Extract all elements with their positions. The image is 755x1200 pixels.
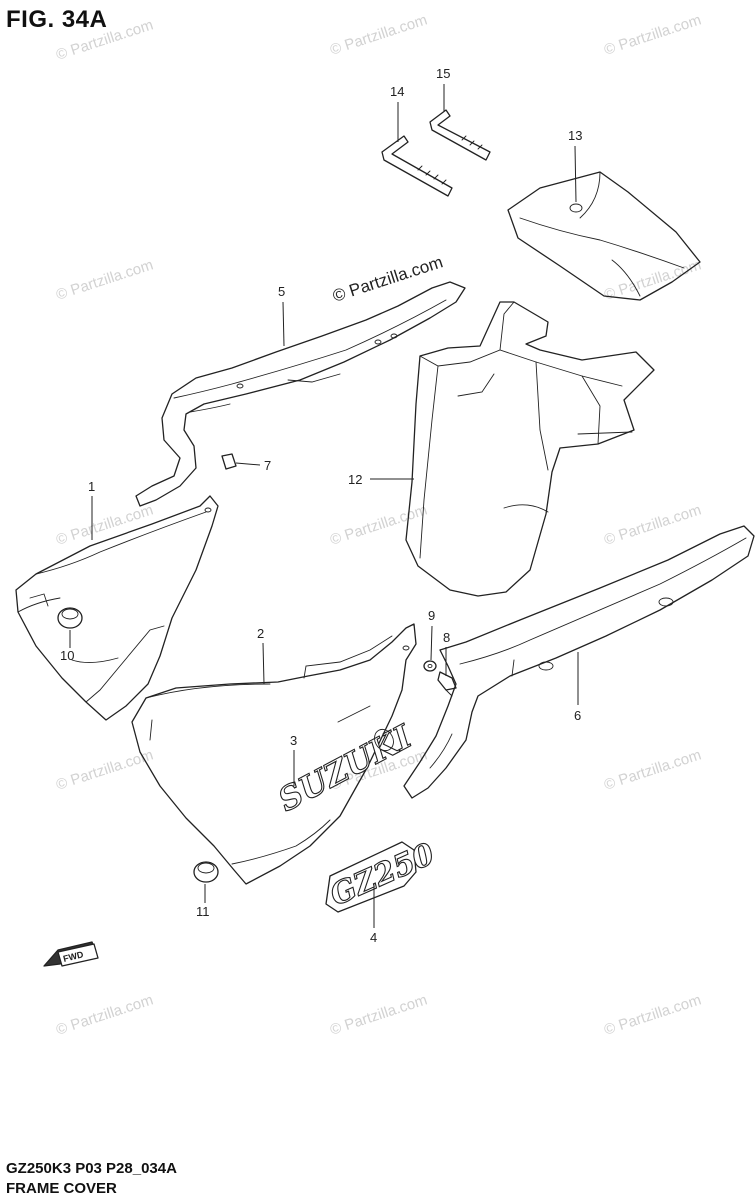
part-14-rod xyxy=(381,135,453,197)
watermark: © Partzilla.com xyxy=(602,256,703,303)
callout-1: 1 xyxy=(88,479,95,494)
callout-9: 9 xyxy=(428,608,435,623)
callout-6: 6 xyxy=(574,708,581,723)
watermark: © Partzilla.com xyxy=(328,501,429,548)
figure-title: FIG. 34A xyxy=(6,6,108,33)
part-group-name: FRAME COVER xyxy=(6,1180,117,1197)
fwd-label: FWD xyxy=(62,949,85,964)
callout-14: 14 xyxy=(390,84,404,99)
part-9-washer xyxy=(423,660,437,672)
part-1-side-cover xyxy=(15,495,219,721)
model-code-caption: GZ250K3 P03 P28_034A xyxy=(6,1160,177,1177)
watermark: © Partzilla.com xyxy=(602,11,703,58)
callout-15: 15 xyxy=(436,66,450,81)
part-4-model-emblem: GZ250 xyxy=(324,836,440,914)
callout-10: 10 xyxy=(60,648,74,663)
part-10-grommet xyxy=(57,607,83,629)
part-8-bolt xyxy=(437,671,457,697)
part-15-rod xyxy=(429,109,491,161)
watermark: © Partzilla.com xyxy=(54,991,155,1038)
callout-8: 8 xyxy=(443,630,450,645)
callout-12: 12 xyxy=(348,472,362,487)
callout-13: 13 xyxy=(568,128,582,143)
forward-arrow-icon: FWD xyxy=(43,941,99,967)
watermark: © Partzilla.com xyxy=(602,746,703,793)
callout-3: 3 xyxy=(290,733,297,748)
part-13-tool-bag xyxy=(507,171,701,301)
callout-layer: 1 2 3 4 5 6 7 8 9 10 11 12 13 14 15 xyxy=(60,66,582,945)
callout-5: 5 xyxy=(278,284,285,299)
model-emblem-text: GZ250 xyxy=(325,836,440,913)
watermark: © Partzilla.com xyxy=(328,11,429,58)
watermark: © Partzilla.com xyxy=(602,991,703,1038)
callout-11: 11 xyxy=(196,904,210,919)
part-6-lower-frame-cover xyxy=(403,525,755,799)
part-11-grommet xyxy=(193,861,219,883)
callout-4: 4 xyxy=(370,930,377,945)
watermark: © Partzilla.com xyxy=(328,991,429,1038)
watermark: © Partzilla.com xyxy=(54,501,155,548)
watermark: © Partzilla.com xyxy=(54,256,155,303)
part-12-fender xyxy=(405,301,655,597)
part-7-clip xyxy=(221,453,237,470)
callout-2: 2 xyxy=(257,626,264,641)
part-5-upper-frame-cover xyxy=(135,281,466,507)
callout-7: 7 xyxy=(264,458,271,473)
watermark: © Partzilla.com xyxy=(602,501,703,548)
watermark-main: © Partzilla.com xyxy=(330,252,445,305)
part-2-main-side-cover xyxy=(131,623,417,885)
